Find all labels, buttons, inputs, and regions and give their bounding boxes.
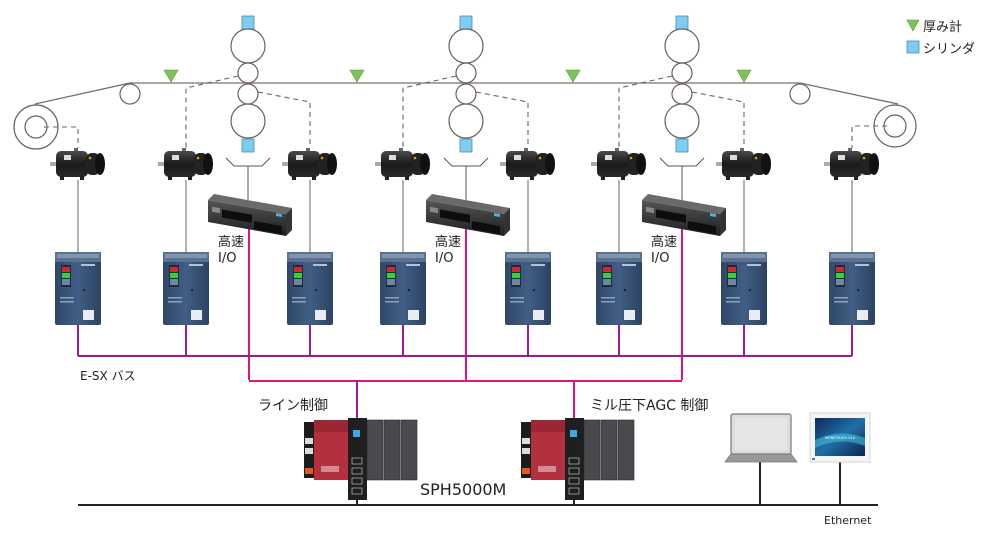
motors <box>50 148 879 180</box>
mill-stand-2 <box>448 15 484 153</box>
drive-links <box>44 75 887 148</box>
inverter-icon <box>596 252 642 325</box>
io-label-line1: 高速 <box>651 234 677 250</box>
mill-stand-3 <box>664 15 700 153</box>
deflector-roll-right <box>789 83 811 105</box>
hmi-screen-text: MONITOUCH V10 <box>825 436 855 440</box>
mill-agc-control-label: ミル圧下AGC 制御 <box>590 398 708 414</box>
motor-icon <box>282 148 337 180</box>
esx-bus-label: E-SX バス <box>80 369 136 383</box>
thickness-gauge-icon <box>736 69 752 83</box>
ethernet-label: Ethernet <box>824 514 872 527</box>
thickness-gauge-icon <box>565 69 581 83</box>
motor-icon <box>375 148 430 180</box>
motor-icon <box>500 148 555 180</box>
plc-model-label: SPH5000M <box>420 480 506 499</box>
deflector-roll-left <box>119 83 141 105</box>
inverter-icon <box>287 252 333 325</box>
motor-icon <box>50 148 105 180</box>
motor-icon <box>158 148 213 180</box>
inverter-icon <box>829 252 875 325</box>
io-module-icon <box>426 194 510 236</box>
cylinder-legend-icon <box>906 40 920 54</box>
motor-power-cables <box>77 180 853 252</box>
io-module-icon <box>642 194 726 236</box>
tension-reel <box>873 104 917 148</box>
line-control-label: ライン制御 <box>258 398 328 414</box>
thickness-gauge-icon <box>349 69 365 83</box>
laptop-icon <box>724 413 798 463</box>
high-speed-io-network <box>248 228 683 420</box>
legend-label-cylinder: シリンダ <box>923 42 975 57</box>
thickness-gauge-icon <box>163 69 179 83</box>
hmi-touch-panel-icon: MONITOUCH V10 <box>809 412 871 463</box>
legend: 厚み計 シリンダ <box>906 19 975 57</box>
io-label-line2: I/O <box>218 251 236 266</box>
motor-icon <box>591 148 646 180</box>
thickness-gauges <box>163 69 752 83</box>
io-label-line2: I/O <box>435 251 453 266</box>
inverter-icon <box>380 252 426 325</box>
high-speed-io-labels: 高速 I/O 高速 I/O 高速 I/O <box>218 234 677 266</box>
plc-mill-agc-control <box>520 417 635 501</box>
payoff-reel <box>13 104 59 150</box>
esx-bus <box>77 325 853 357</box>
cylinder-sensor-brackets <box>225 157 705 200</box>
mill-stand-1 <box>230 15 266 153</box>
io-label-line2: I/O <box>651 251 669 266</box>
inverter-icon <box>55 252 101 325</box>
inverter-icon <box>505 252 551 325</box>
inverter-icon <box>163 252 209 325</box>
legend-label-thickness-gauge: 厚み計 <box>923 19 962 35</box>
io-label-line1: 高速 <box>435 234 461 250</box>
strip-path <box>34 82 899 105</box>
motor-icon <box>824 148 879 180</box>
io-label-line1: 高速 <box>218 234 244 250</box>
thickness-gauge-legend-icon <box>906 19 920 32</box>
plc-line-control <box>303 417 418 501</box>
motor-icon <box>716 148 771 180</box>
inverter-icon <box>721 252 767 325</box>
